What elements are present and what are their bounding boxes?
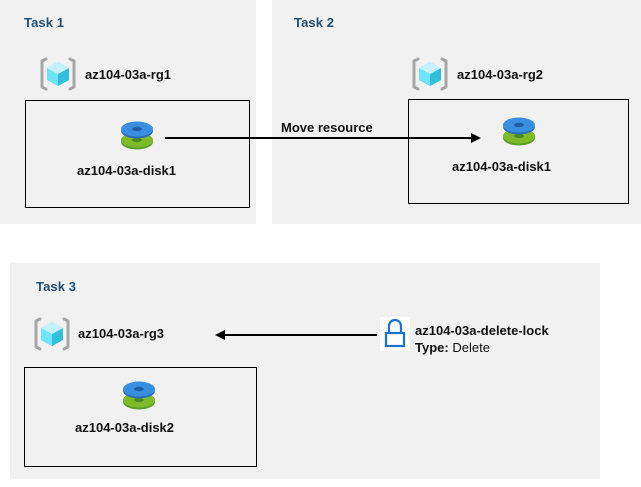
resource-group-icon (412, 57, 448, 91)
resource-container-task-3 (24, 367, 257, 467)
resource-label-task-2: az104-03a-disk1 (452, 159, 552, 174)
panel-task-1: Task 1 az104-03a-rg1 az104-03a-disk1 (0, 0, 256, 224)
panel-title-task-1: Task 1 (24, 15, 65, 30)
lock-name-label: az104-03a-delete-lock (415, 323, 549, 338)
resource-group-label-task-2: az104-03a-rg2 (457, 67, 543, 82)
lock-type-line: Type: Delete (415, 340, 490, 355)
move-resource-arrow-head (471, 133, 481, 143)
lock-type-prefix: Type: (415, 340, 449, 355)
resource-label-task-3: az104-03a-disk2 (75, 420, 175, 435)
resource-group-icon (34, 317, 70, 351)
managed-disk-icon (118, 116, 156, 156)
resource-container-task-2 (408, 99, 629, 204)
managed-disk-icon (500, 112, 538, 152)
resource-container-task-1 (25, 100, 250, 208)
lock-arrow-head (215, 330, 225, 340)
resource-group-icon (40, 57, 76, 91)
move-resource-arrow-line (165, 137, 475, 139)
move-resource-caption: Move resource (281, 120, 373, 135)
resource-group-label-task-3: az104-03a-rg3 (78, 326, 164, 341)
panel-title-task-2: Task 2 (294, 15, 335, 30)
resource-group-label-task-1: az104-03a-rg1 (85, 67, 171, 82)
panel-task-2: Task 2 az104-03a-rg2 az104-03a-disk1 (272, 0, 641, 224)
panel-task-3: Task 3 az104-03a-rg3 az104-03a-disk2 (10, 263, 600, 479)
managed-disk-icon (120, 376, 158, 416)
padlock-icon (380, 317, 410, 351)
lock-type-value: Delete (452, 340, 490, 355)
panel-title-task-3: Task 3 (36, 279, 77, 294)
resource-label-task-1: az104-03a-disk1 (77, 163, 177, 178)
lock-arrow-line (225, 334, 377, 336)
